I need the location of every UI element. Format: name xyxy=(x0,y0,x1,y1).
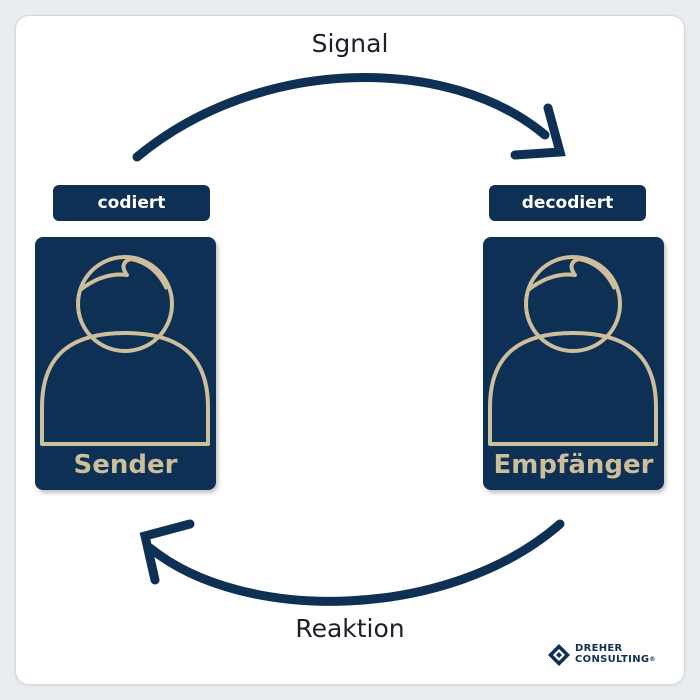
decoded-tag: decodiert xyxy=(489,185,646,221)
sender-name: Sender xyxy=(73,450,178,480)
reaction-arrow xyxy=(139,519,565,606)
logo-line1: DREHER xyxy=(575,643,623,654)
receiver-name: Empfänger xyxy=(493,450,654,480)
company-logo: DREHER CONSULTING® xyxy=(548,642,668,668)
reaction-label: Reaktion xyxy=(295,614,405,643)
logo-registered: ® xyxy=(649,656,656,663)
logo-wordmark: DREHER CONSULTING® xyxy=(575,643,656,665)
person-icon xyxy=(488,255,658,446)
encoded-tag: codiert xyxy=(53,185,210,221)
signal-arrow xyxy=(132,73,566,162)
signal-label: Signal xyxy=(311,29,389,58)
receiver-card: Empfänger xyxy=(483,237,664,490)
diamond-logo-icon xyxy=(548,644,570,666)
sender-card: Sender xyxy=(35,237,216,490)
person-icon xyxy=(40,255,210,446)
logo-line2: CONSULTING xyxy=(575,654,650,665)
